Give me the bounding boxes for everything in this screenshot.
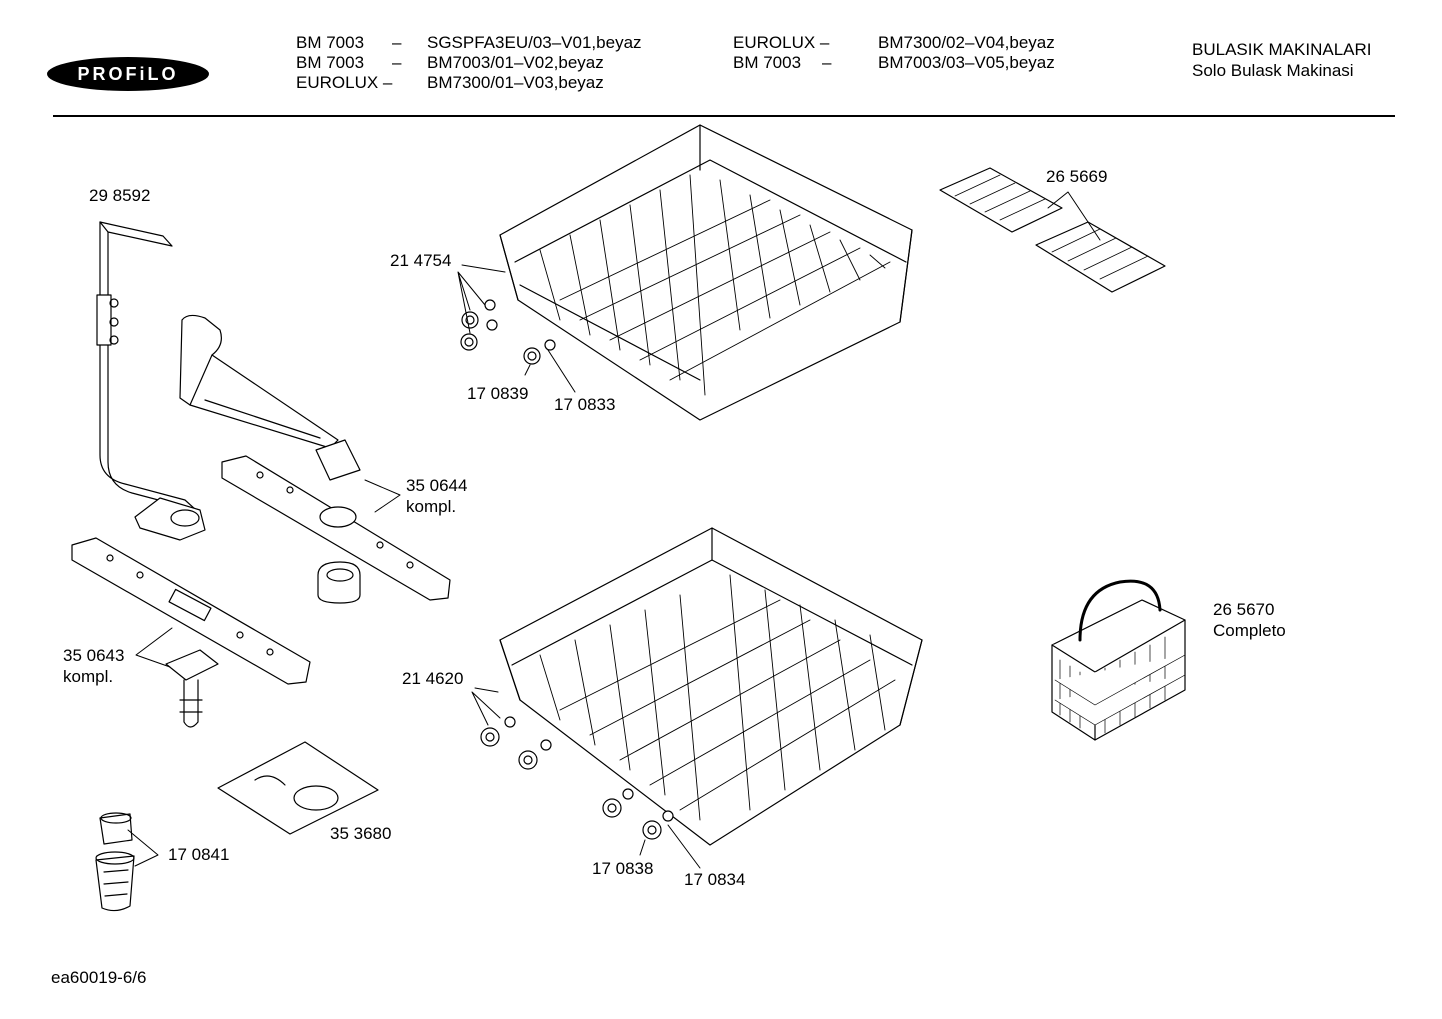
part-label-170834: 17 0834 — [684, 870, 746, 889]
model-brand-5: BM 7003 — [733, 53, 802, 72]
subcategory-title: Solo Bulask Makinasi — [1192, 61, 1354, 80]
model-code-5: BM7003/03–V05,beyaz — [878, 53, 1055, 72]
upper-spray-arm-350644 — [222, 456, 450, 603]
model-code-2: BM7003/01–V02,beyaz — [427, 53, 604, 72]
cutlery-basket-265670 — [1052, 581, 1185, 740]
lower-spray-arm-350643 — [72, 538, 310, 727]
part-label-170833: 17 0833 — [554, 395, 616, 414]
part-label-298592: 29 8592 — [89, 186, 151, 205]
part-note-350643: kompl. — [63, 667, 114, 686]
model-sep-5: – — [822, 53, 832, 72]
model-sep-2: – — [392, 53, 402, 72]
part-label-214754: 21 4754 — [390, 251, 452, 270]
category-title: BULASIK MAKINALARI — [1192, 40, 1372, 59]
part-note-350644: kompl. — [406, 497, 457, 516]
model-brand-2: BM 7003 — [296, 53, 365, 72]
supply-pipe-298592 — [97, 222, 205, 540]
spray-arm-carrier — [180, 315, 360, 480]
part-label-170841: 17 0841 — [168, 845, 230, 864]
document-id: ea60019-6/6 — [51, 968, 147, 987]
filter-plate-353680 — [218, 742, 378, 834]
brand-logo: PROFiLO — [47, 57, 209, 91]
part-label-350643: 35 0643 — [63, 646, 125, 665]
model-brand-4: EUROLUX – — [733, 33, 830, 52]
model-brand-1: BM 7003 — [296, 33, 365, 52]
filter-set-170841 — [96, 813, 134, 911]
part-label-350644: 35 0644 — [406, 476, 468, 495]
upper-basket — [500, 125, 912, 420]
folding-racks-265669 — [940, 168, 1165, 292]
leader-lines — [128, 192, 1100, 868]
part-label-353680: 35 3680 — [330, 824, 392, 843]
part-label-214620: 21 4620 — [402, 669, 464, 688]
model-code-1: SGSPFA3EU/03–V01,beyaz — [427, 33, 642, 52]
lower-basket — [500, 528, 922, 845]
part-label-170838: 17 0838 — [592, 859, 654, 878]
part-label-265670: 26 5670 — [1213, 600, 1275, 619]
part-note-265670: Completo — [1213, 621, 1286, 640]
model-sep-1: – — [392, 33, 402, 52]
model-brand-3: EUROLUX – — [296, 73, 393, 92]
part-label-265669: 26 5669 — [1046, 167, 1108, 186]
model-code-3: BM7300/01–V03,beyaz — [427, 73, 604, 92]
header-divider — [53, 115, 1395, 117]
model-code-4: BM7300/02–V04,beyaz — [878, 33, 1055, 52]
part-label-170839: 17 0839 — [467, 384, 529, 403]
lower-wheels — [481, 717, 673, 839]
